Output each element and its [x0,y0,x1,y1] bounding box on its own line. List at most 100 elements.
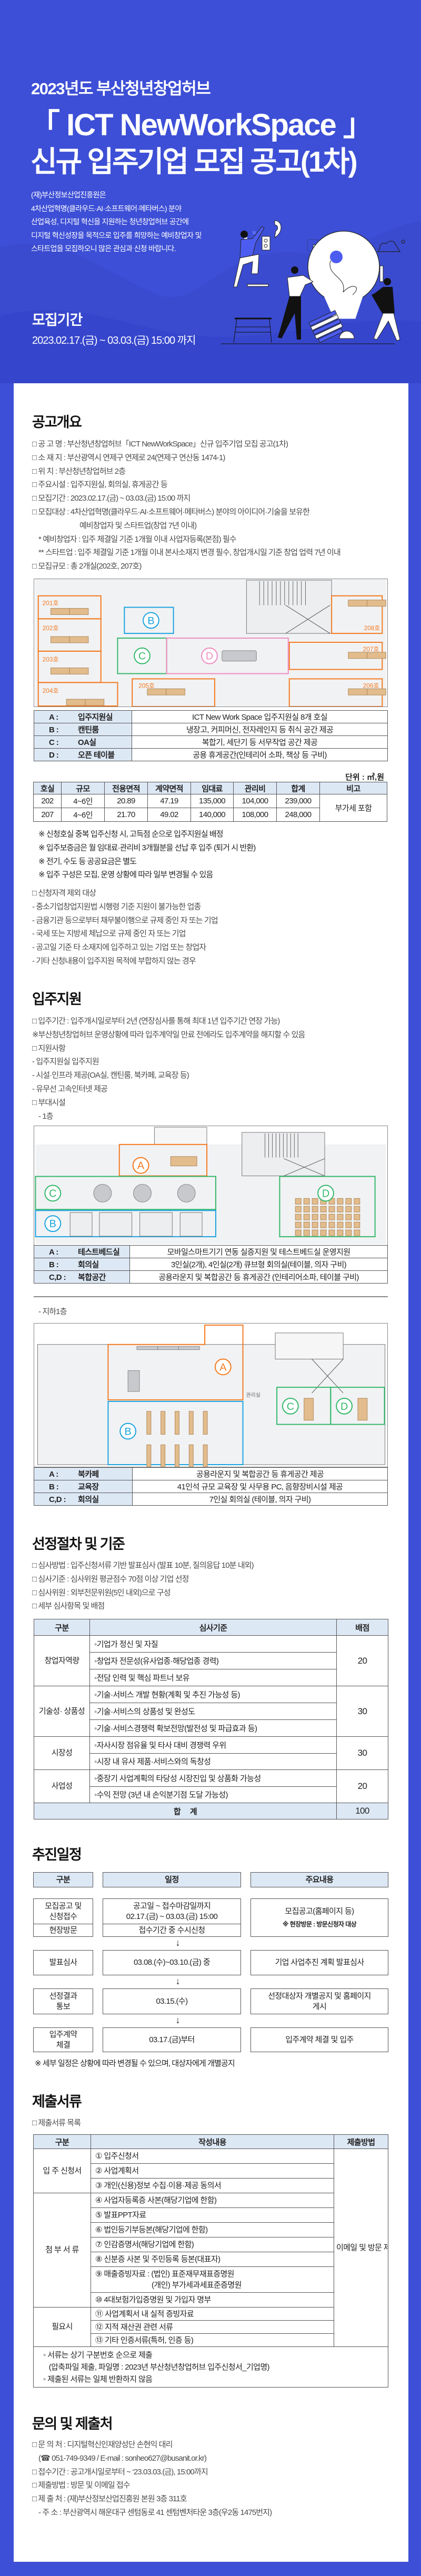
furniture [303,1198,310,1205]
legend-name: 교육장 [78,1483,99,1491]
furniture [345,1198,352,1205]
legend-name: 회의실 [78,1495,99,1504]
support-item: - 유무선 고속인터넷 제공 [32,1084,108,1093]
criteria-item: ◦기술·서비스 개발 현황(계획 및 추진 가능성 등) [89,1686,337,1703]
criteria-score: 20 [336,1769,388,1803]
schedule-date: 공고일 ~ 접수마감일까지 02.17.(금) ~ 03.03.(금) 15:0… [103,1898,241,1924]
furniture [188,1444,194,1468]
elevator-icon [285,605,330,634]
hero-title-top: 2023년도 부산청년창업허브 [31,79,211,98]
legend-desc: 7인실 회의실 (테이블, 의자 구비) [132,1493,388,1506]
schedule-content: 모집공고(홈페이지 등) ※ 현장방문 : 방문신청자 대상 [250,1898,388,1937]
schedule-content: 입주계약 체결 및 입주 [250,2027,388,2052]
service-block [275,1332,344,1359]
zone-d-multipurpose [279,1176,376,1238]
furniture [312,1229,318,1236]
svg-text:A: A [219,1361,227,1373]
arrow-down-icon: ↓ [175,1937,181,1948]
hero-description-line: 스타트업을 모집하오니 많은 관심과 신청 바랍니다. [31,244,176,253]
overview-note: ※ 신청호실 중복 입주신청 시, 고득점 순으로 입주지원실 배정 [38,830,224,839]
schedule-content-text: 모집공고(홈페이지 등) [285,1906,354,1916]
legend-name: 회의실 [78,1260,99,1269]
lightbulb-icon [307,231,380,343]
schedule-header-content: 주요내용 [250,1872,388,1887]
svg-text:D: D [322,1188,329,1199]
svg-text:B: B [147,615,154,626]
document-row: ② 사업계획서 [34,2163,388,2179]
cube-meeting-room [99,1212,133,1237]
rent-cell: 108,000 [233,808,277,822]
document-item: ⑨ 매출증빙자료 : (법인) 표준재무재표증명원 (개인) 부가세과세표준증명… [91,2266,334,2293]
legend-key-cell: B :회의실 [34,1258,130,1271]
furniture [188,1411,194,1435]
support-item: □ 입주기간 : 입주개시일로부터 2년 (연장심사를 통해 최대 1년 입주기… [32,1017,280,1026]
furniture [51,636,70,643]
document-row: ⑬ 기타 인증서류(특허, 인증 등) [34,2333,388,2347]
schedule-sub-date: 접수기간 중 수시신청 [103,1924,241,1937]
contact-item: □ 제출방법 : 방문 및 이메일 접수 [32,2481,131,2490]
legend-desc: 공용 휴게공간(인테리어 소파, 책상 등 구비) [132,748,388,761]
schedule-stage: 모집공고 및 신청접수 [33,1898,93,1924]
rent-cell: 248,000 [276,808,320,822]
furniture [161,1444,166,1468]
criteria-score: 30 [336,1686,388,1737]
section-heading-schedule: 추진일정 [32,1847,82,1863]
furniture [354,1221,360,1228]
criteria-row: ◦기술·서비스의 상품성 및 완성도 [34,1703,388,1720]
furniture [175,1444,179,1468]
criteria-item: ◦시장 내 유사 제품·서비스와의 독창성 [89,1753,337,1770]
criteria-row: ◦기술·서비스경쟁력 확보전망(발전성 및 파급효과 등) [34,1719,388,1737]
svg-text:A: A [137,1160,145,1172]
furniture [203,1411,208,1435]
zone-marker-c: C [134,647,151,664]
furniture [354,1198,360,1205]
zone-d-meeting-room [330,1387,385,1425]
rent-cell: 104,000 [233,794,277,808]
legend-key: C : [49,738,59,747]
contact-list: □ 문 의 처 : 디지털혁신인재양성단 손현익 대리(☎ 051-749-93… [32,2438,272,2520]
section-heading-contact: 문의 및 제출처 [32,2416,113,2432]
schedule-content: 선정대상자 개별공지 및 홈페이지 게시 [250,1988,388,2014]
overview-note: ※ 입주 구성은 모집, 운영 상황에 따라 일부 변경될 수 있음 [38,870,213,880]
zone-b-meeting-rooms [35,1210,216,1238]
legend-key-cell: B :교육장 [34,1480,133,1493]
legend-desc: 모바일스마트기기 연동 실증지원 및 테스트베드실 운영지원 [129,1245,388,1258]
furniture [337,1198,344,1205]
rent-header-cell: 계약면적 [147,782,191,794]
document-item: ⑧ 신분증 사본 및 주민등록 등본(대표자) [91,2252,334,2267]
furniture [320,1221,327,1228]
rent-remark: 부가세 포함 [319,794,387,822]
furniture [354,1229,360,1236]
furniture [85,699,105,706]
furniture [147,688,167,695]
furniture [367,688,386,695]
exclusion-item: - 기타 신청내용이 입주지원 목적에 부합하지 않는 경우 [32,956,196,966]
furniture [51,608,70,615]
person-pushing-icon [278,266,314,340]
zone-marker-d: D [201,647,218,664]
exclusion-item: - 중소기업창업지원법 시행령 기준 지원이 불가능한 업종 [32,902,201,911]
contact-item: - 주 소 : 부산광역시 해운대구 센텀동로 41 센텀벤처타운 3층(우2동… [38,2508,272,2517]
rent-cell: 21.70 [104,808,148,822]
legend-key-cell: D :오픈 테이블 [34,748,132,761]
document-category: 필요시 [33,2307,91,2347]
furniture [295,1221,302,1228]
furniture [295,1206,302,1212]
support-item: □ 지원사항 [32,1043,66,1053]
schedule-stage: 선정결과 통보 [33,1988,93,2014]
rent-cell: 4~6인 [61,794,105,808]
furniture [320,1229,327,1236]
document-item: ⑫ 지적 재산권 관련 서류 [91,2320,334,2334]
zone-marker-b: B [44,1215,62,1232]
zone-marker-c: C [282,1397,299,1415]
arrow-down-icon: ↓ [175,2015,181,2025]
document-item: ② 사업계획서 [91,2163,334,2179]
